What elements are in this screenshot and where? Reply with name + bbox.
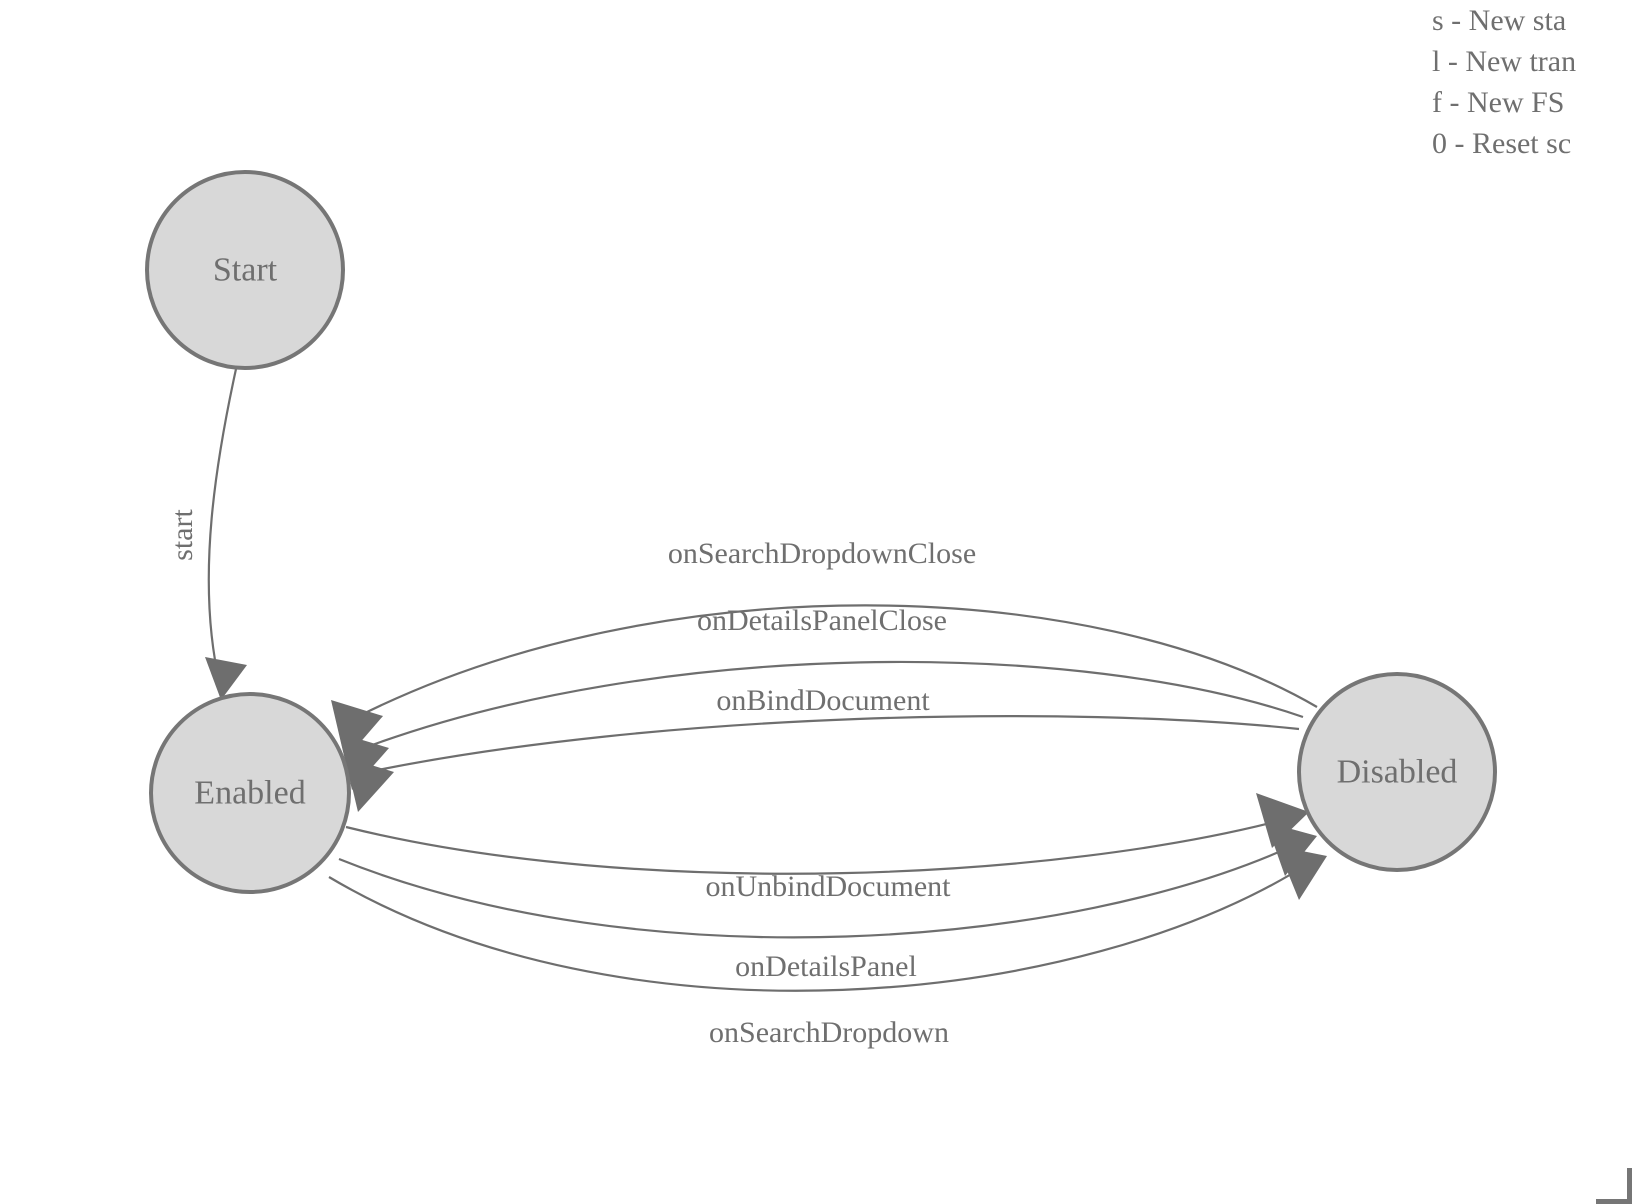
transition-start[interactable] — [205, 368, 247, 700]
transition-onunbinddocument[interactable] — [345, 793, 1309, 875]
transition-start-arrowhead — [205, 657, 247, 700]
state-node-enabled-label: Enabled — [194, 775, 305, 812]
transition-onbinddocument[interactable] — [345, 715, 1300, 812]
state-node-disabled[interactable]: Disabled — [1297, 672, 1497, 872]
transition-onsearchdropdown-arrowhead — [1277, 846, 1327, 900]
transition-ondetailspanel-path — [338, 842, 1300, 939]
transition-label-onsearchdropdownclose: onSearchDropdownClose — [668, 537, 976, 570]
state-node-start[interactable]: Start — [145, 170, 345, 370]
resize-handle-horizontal-bar — [1596, 1199, 1632, 1204]
transition-onunbinddocument-path — [345, 816, 1291, 875]
transition-label-onunbinddocument: onUnbindDocument — [706, 870, 952, 903]
state-node-start-label: Start — [213, 252, 278, 289]
transition-label-onbinddocument: onBindDocument — [716, 684, 930, 717]
state-node-enabled-circle[interactable] — [149, 692, 351, 894]
state-node-enabled[interactable]: Enabled — [149, 692, 351, 894]
resize-handle-vertical-bar — [1627, 1168, 1632, 1204]
transition-start-path — [207, 368, 238, 661]
transition-onbinddocument-path — [367, 715, 1300, 774]
transition-onbinddocument-arrowhead — [345, 757, 394, 812]
state-node-start-circle[interactable] — [145, 170, 345, 370]
transition-onsearchdropdown[interactable] — [328, 846, 1327, 992]
transition-label-ondetailspanel: onDetailsPanel — [735, 950, 917, 983]
state-node-disabled-label: Disabled — [1337, 754, 1458, 791]
transition-ondetailspanelclose-path — [363, 660, 1304, 750]
transition-onunbinddocument-arrowhead — [1256, 793, 1309, 848]
transition-ondetailspanelclose[interactable] — [339, 660, 1304, 790]
transition-onsearchdropdown-path — [328, 861, 1312, 992]
transition-onsearchdropdownclose-path — [358, 604, 1318, 717]
state-node-disabled-circle[interactable] — [1297, 672, 1497, 872]
transition-label-onsearchdropdown: onSearchDropdown — [709, 1016, 949, 1049]
resize-handle[interactable] — [1596, 1168, 1632, 1204]
transition-label-start: start — [166, 509, 199, 561]
transition-label-ondetailspanelclose: onDetailsPanelClose — [697, 604, 947, 637]
